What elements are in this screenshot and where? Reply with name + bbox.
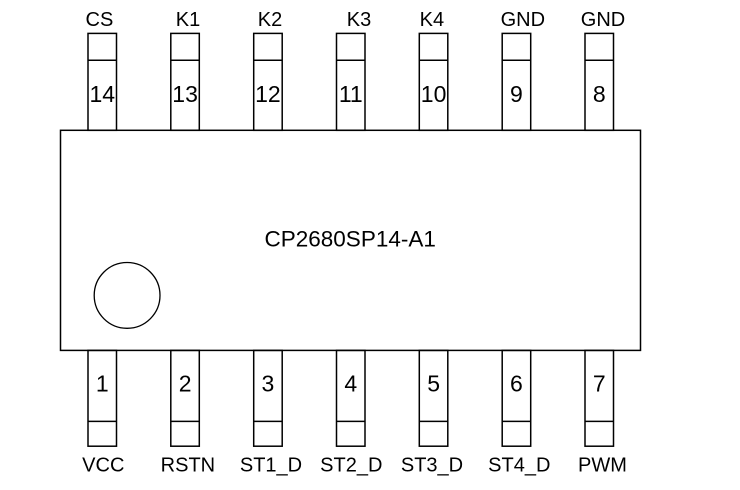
svg-text:K1: K1 <box>176 9 200 31</box>
svg-text:K2: K2 <box>258 9 282 31</box>
svg-text:12: 12 <box>255 81 281 107</box>
svg-text:ST3_D: ST3_D <box>401 455 463 477</box>
svg-text:GND: GND <box>501 9 545 31</box>
svg-text:14: 14 <box>90 81 116 107</box>
svg-text:K4: K4 <box>420 9 444 31</box>
svg-text:6: 6 <box>510 371 523 397</box>
svg-text:ST2_D: ST2_D <box>320 455 382 477</box>
svg-text:K3: K3 <box>347 9 371 31</box>
svg-text:ST4_D: ST4_D <box>488 455 550 477</box>
svg-text:4: 4 <box>344 371 357 397</box>
svg-text:7: 7 <box>593 371 606 397</box>
svg-text:2: 2 <box>179 371 192 397</box>
svg-text:11: 11 <box>339 81 363 107</box>
svg-text:VCC: VCC <box>82 455 124 477</box>
svg-text:RSTN: RSTN <box>161 455 215 477</box>
svg-text:GND: GND <box>581 9 625 31</box>
svg-text:1: 1 <box>96 371 109 397</box>
svg-text:ST1_D: ST1_D <box>240 455 302 477</box>
svg-text:CS: CS <box>86 9 114 31</box>
svg-text:9: 9 <box>510 81 523 107</box>
svg-text:CP2680SP14-A1: CP2680SP14-A1 <box>265 226 436 251</box>
svg-text:10: 10 <box>421 81 447 107</box>
svg-text:3: 3 <box>262 371 275 397</box>
svg-text:8: 8 <box>593 81 606 107</box>
svg-text:PWM: PWM <box>578 455 627 477</box>
svg-text:5: 5 <box>427 371 440 397</box>
svg-text:13: 13 <box>172 81 198 107</box>
